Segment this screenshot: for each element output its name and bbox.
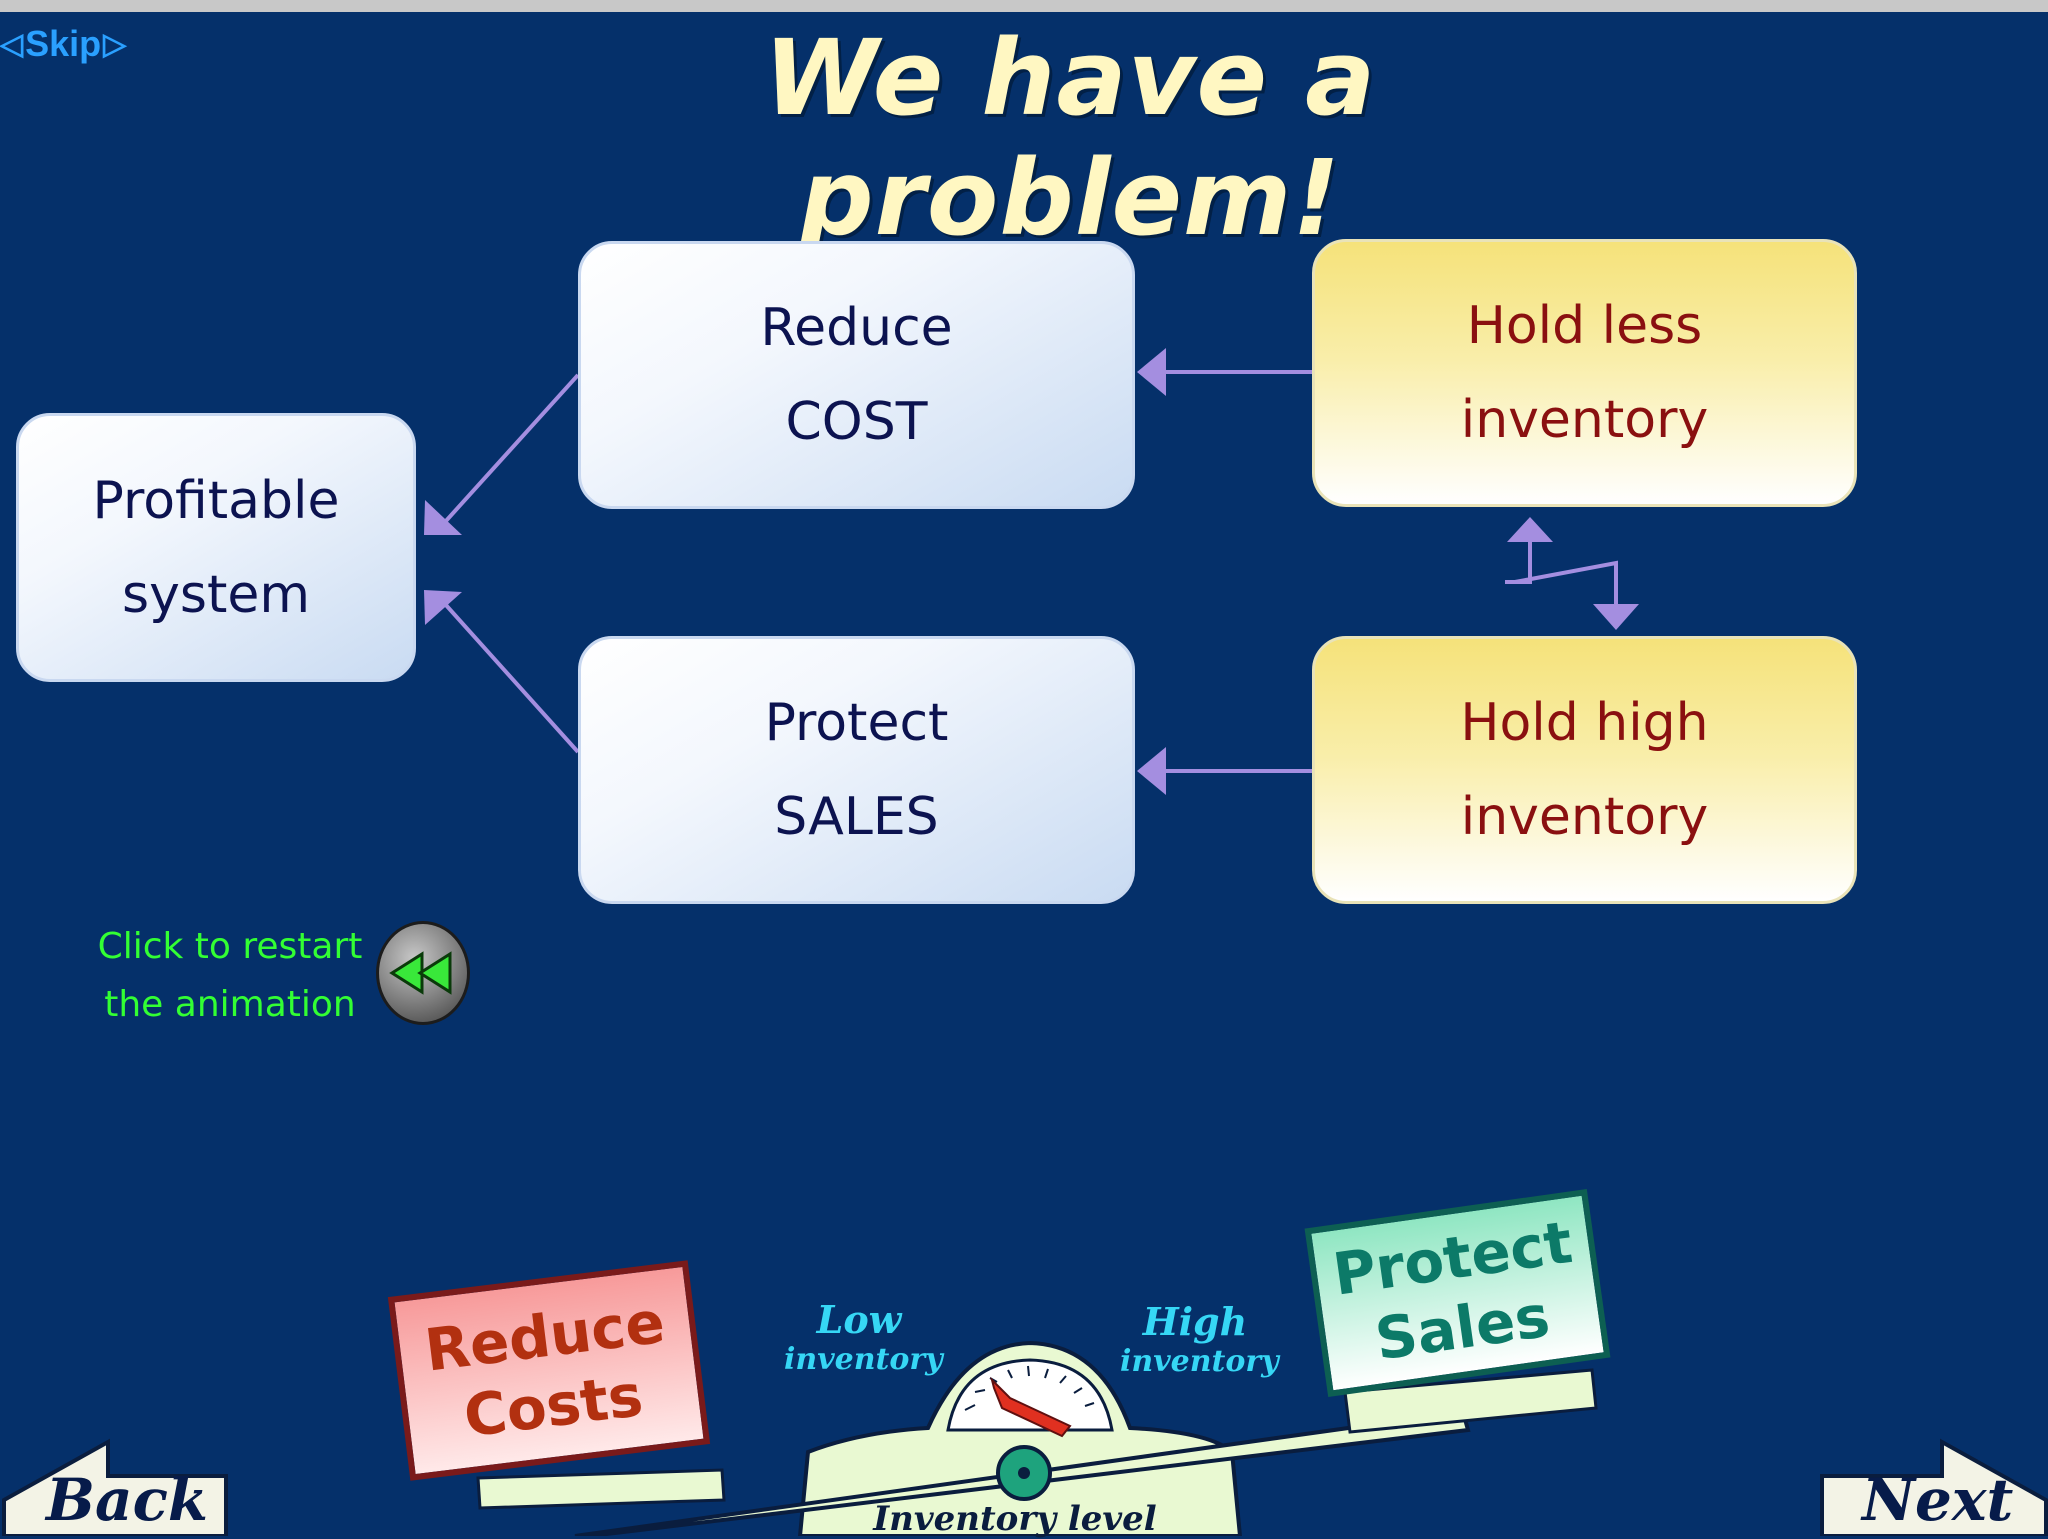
next-label: Next: [1862, 1466, 2013, 1534]
low-inventory-label: Low inventory: [784, 1300, 934, 1380]
inventory-level-caption: Inventory level: [850, 1502, 1180, 1536]
high-inventory-line1: High: [1120, 1302, 1270, 1342]
reduce-costs-card: Reduce Costs: [388, 1260, 710, 1480]
low-inventory-line2: inventory: [784, 1340, 934, 1380]
next-button[interactable]: Next: [1818, 1438, 2048, 1536]
high-inventory-line2: inventory: [1120, 1342, 1270, 1382]
back-button[interactable]: Back: [0, 1438, 232, 1536]
back-label: Back: [46, 1466, 208, 1534]
high-inventory-label: High inventory: [1120, 1302, 1270, 1382]
low-inventory-line1: Low: [784, 1300, 934, 1340]
left-pan: [478, 1470, 724, 1508]
